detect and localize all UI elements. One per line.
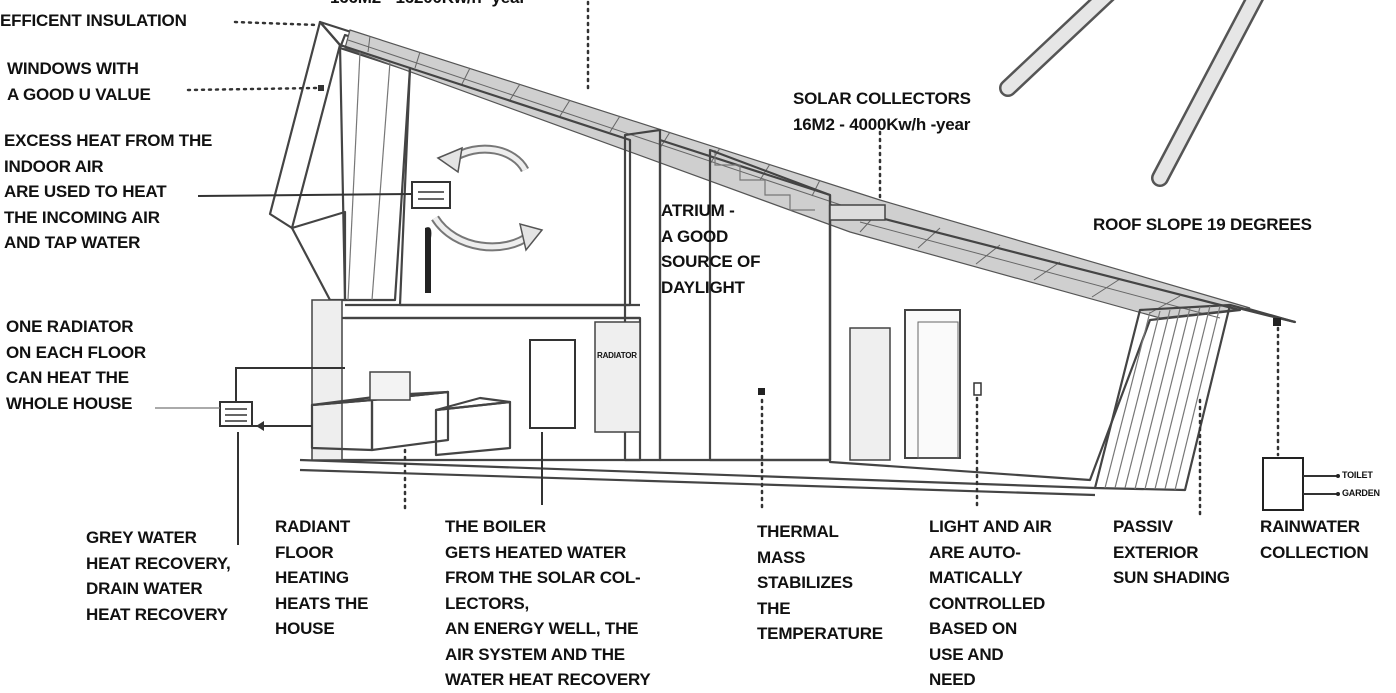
- label-roof-top-cut: 166M2 - 16200Kw/h -year: [330, 0, 526, 11]
- leader-lines: [186, 0, 1280, 545]
- label-radiator-tag: RADIATOR: [597, 351, 637, 360]
- ground-floor: [299, 299, 1096, 497]
- rainwater-tank: [1262, 318, 1340, 511]
- roof-solar-panels: [344, 29, 1251, 319]
- radiant-floor-boxes: [310, 371, 512, 457]
- upper-room: [345, 66, 640, 320]
- label-toilet: TOILET: [1342, 470, 1373, 480]
- label-windows: WINDOWS WITH A GOOD U VALUE: [7, 59, 151, 104]
- label-efficient-insulation: EFFICENT INSULATION: [0, 11, 187, 30]
- sun-rays: [999, 0, 1264, 187]
- left-window-wall: [290, 43, 412, 302]
- heat-recovery-unit: [155, 367, 345, 431]
- label-roof-slope: ROOF SLOPE 19 DEGREES: [1093, 215, 1312, 234]
- right-wing: [828, 203, 1296, 492]
- label-garden: GARDEN: [1342, 488, 1380, 498]
